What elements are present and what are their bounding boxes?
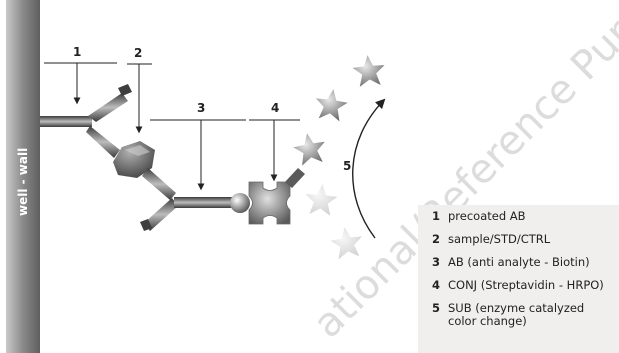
sample-analyte	[113, 141, 155, 178]
step-number-5: 5	[343, 159, 351, 173]
well-wall	[6, 0, 40, 353]
step-number-2: 2	[134, 46, 142, 60]
callout-3: 3	[150, 101, 246, 191]
legend-label: precoated AB	[448, 209, 526, 223]
legend-number: 2	[432, 232, 441, 246]
step-number-3: 3	[197, 101, 205, 115]
step-number-4: 4	[271, 101, 279, 115]
legend-label: AB (anti analyte - Biotin)	[448, 255, 590, 269]
legend-number: 1	[432, 209, 441, 223]
streptavidin-conjugate	[248, 168, 305, 225]
step-number-1: 1	[73, 45, 81, 59]
legend-item: 5 SUB (enzyme catalyzed color change)	[432, 302, 619, 328]
legend-label: sample/STD/CTRL	[448, 232, 551, 246]
legend-item: 2 sample/STD/CTRL	[432, 233, 619, 246]
legend-item: 3 AB (anti analyte - Biotin)	[432, 256, 619, 269]
star-icon	[352, 55, 385, 87]
callout-1: 1	[44, 45, 117, 105]
well-wall-label: well - wall	[16, 148, 30, 216]
callout-2: 2	[127, 46, 152, 134]
legend-number: 3	[432, 255, 441, 269]
precoated-antibody	[40, 84, 132, 158]
legend-number: 5	[432, 301, 441, 315]
legend-panel: 1 precoated AB 2 sample/STD/CTRL 3 AB (a…	[418, 205, 619, 353]
callout-4: 4	[249, 101, 300, 182]
star-icon	[330, 227, 363, 260]
biotin-ball	[230, 193, 250, 213]
star-icon	[315, 89, 348, 122]
legend-number: 4	[432, 278, 441, 292]
star-icon	[293, 133, 325, 166]
legend-label: CONJ (Streptavidin - HRPO)	[448, 278, 604, 292]
substrate-stars	[293, 55, 385, 260]
color-change-arrow	[352, 98, 386, 239]
legend-item: 1 precoated AB	[432, 210, 619, 223]
legend-item: 4 CONJ (Streptavidin - HRPO)	[432, 279, 619, 292]
star-icon	[305, 184, 338, 216]
biotin-antibody	[140, 168, 250, 231]
legend-label: SUB (enzyme catalyzed color change)	[448, 301, 585, 328]
